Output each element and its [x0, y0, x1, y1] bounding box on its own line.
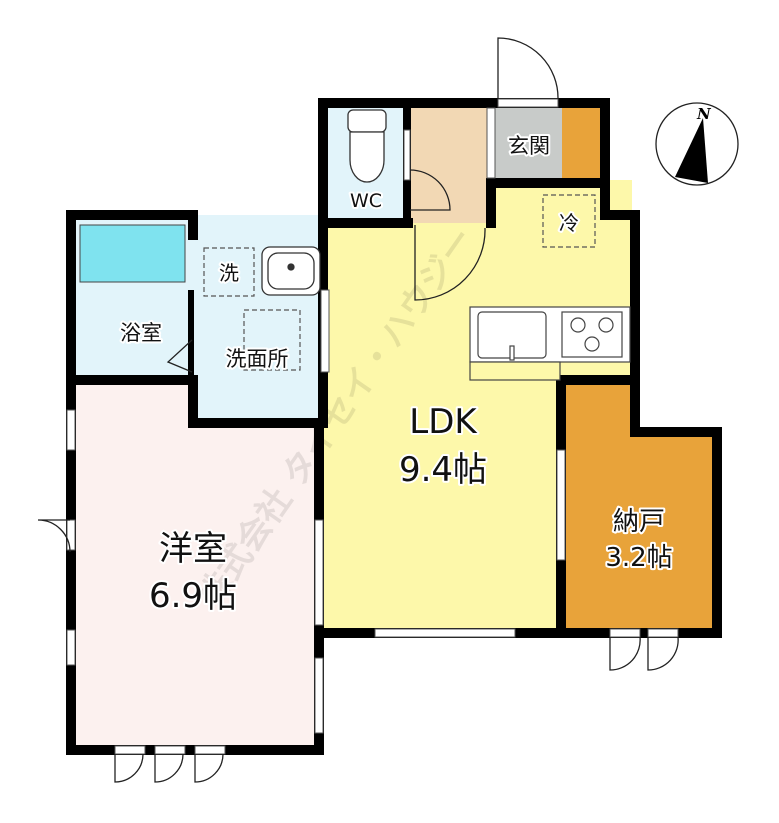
wc-label: WC — [350, 190, 382, 212]
washroom-area — [192, 215, 322, 420]
north-arrow-icon: N — [655, 102, 739, 186]
western-room-area — [70, 380, 320, 750]
genkan-label: 玄関 — [508, 134, 550, 158]
svg-text:N: N — [696, 105, 712, 123]
hall-area — [410, 105, 495, 223]
storage-size: 3.2帖 — [605, 543, 672, 573]
doors — [37, 37, 679, 783]
stove-icon — [561, 311, 623, 358]
storage-area — [565, 380, 714, 632]
appliance-spaces — [203, 194, 596, 371]
ldk-size: 9.4帖 — [399, 450, 487, 490]
washer-label: 洗 — [219, 261, 239, 285]
western-label: 洋室 — [159, 529, 227, 569]
washroom-label: 洗面所 — [226, 347, 289, 371]
toilet-icon — [347, 109, 387, 183]
windows — [66, 98, 679, 755]
genkan-area — [495, 105, 562, 180]
fridge-label: 冷 — [559, 211, 579, 235]
kitchen-counter — [469, 306, 631, 381]
bath-label: 浴室 — [120, 321, 162, 345]
ldk-label: LDK — [409, 402, 478, 442]
bathtub — [79, 224, 186, 283]
shoe-cabinet — [562, 105, 602, 180]
sink-icon — [261, 246, 321, 296]
western-size: 6.9帖 — [149, 576, 237, 616]
storage-label: 納戸 — [613, 507, 665, 537]
